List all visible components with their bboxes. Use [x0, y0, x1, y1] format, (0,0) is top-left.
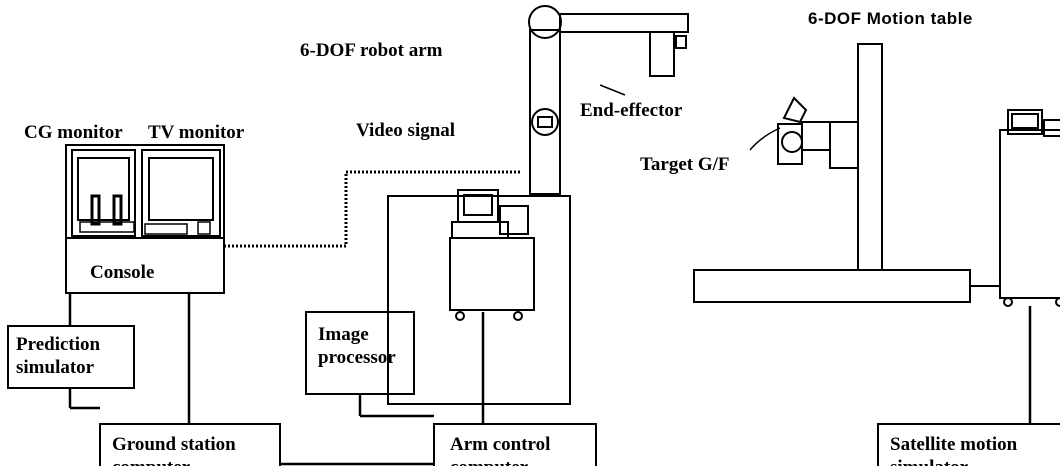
robot-arm-label: 6-DOF robot arm — [300, 40, 443, 61]
image-processor-label-line1: Image — [318, 324, 369, 345]
console-unit — [65, 144, 225, 294]
tv-monitor-label: TV monitor — [148, 122, 245, 143]
arm-control-label-line1: Arm control — [450, 434, 551, 455]
target-gf-label: Target G/F — [640, 154, 730, 175]
end-effector-label: End-effector — [580, 100, 683, 121]
arm-control-cabinet — [449, 189, 535, 321]
satellite-motion-simulator-box — [877, 423, 1060, 466]
prediction-simulator-label-line2: simulator — [16, 357, 95, 378]
video-signal-label: Video signal — [356, 120, 456, 141]
robot-arm — [528, 5, 689, 195]
video-signal-line — [224, 170, 520, 248]
joystick-left — [90, 194, 101, 226]
ground-station-label-line2: computer — [112, 457, 190, 466]
satellite-simulator-cabinet — [999, 109, 1060, 307]
target-gf-marker — [782, 96, 808, 124]
connection-lines — [68, 293, 1032, 466]
satellite-motion-label-line2: simulator — [890, 457, 968, 466]
image-processor-label-line2: processor — [318, 347, 396, 368]
cg-monitor — [71, 149, 136, 237]
console-label: Console — [90, 262, 155, 283]
joystick-right — [112, 194, 123, 226]
ground-station-label-line1: Ground station — [112, 434, 236, 455]
target-gf-leader — [749, 127, 781, 151]
arm-control-label-line2: computer — [450, 457, 528, 466]
cg-monitor-label: CG monitor — [24, 122, 123, 143]
tv-monitor — [141, 149, 221, 237]
robot-base-plate — [387, 195, 571, 405]
satellite-motion-label-line1: Satellite motion — [890, 434, 1018, 455]
motion-table-label: 6-DOF Motion table — [808, 9, 973, 28]
prediction-simulator-label-line1: Prediction — [16, 334, 101, 355]
arm-control-computer-box — [433, 423, 597, 466]
end-effector-leader — [599, 84, 626, 96]
motion-table — [693, 43, 1000, 303]
